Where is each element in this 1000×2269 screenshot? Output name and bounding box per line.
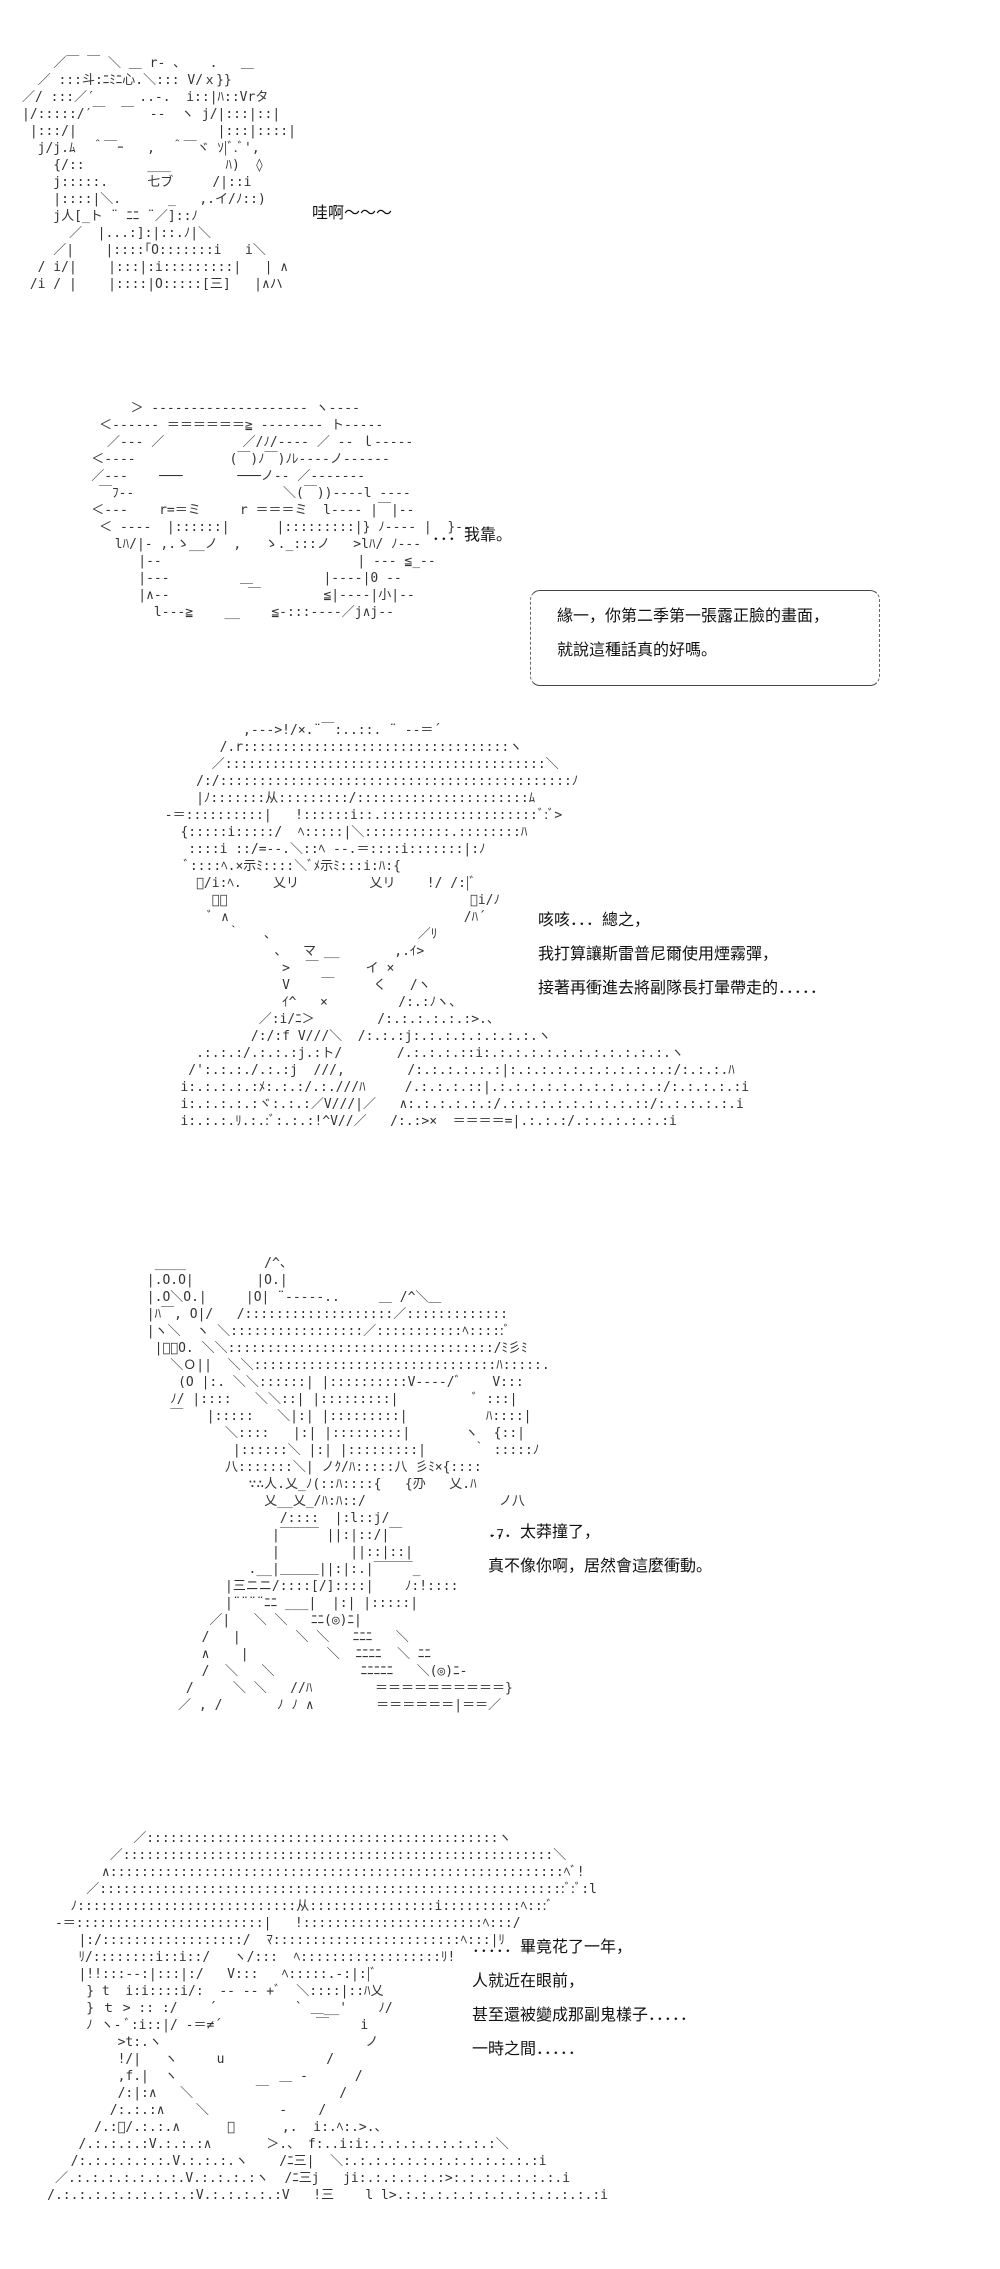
dialogue-panel-3: 咳咳．．．總之， 我打算讓斯雷普尼爾使用煙霧彈， 接著再衝進去將副隊長打暈帶走的… bbox=[538, 903, 826, 1005]
dialogue-line: 哇啊～～～ bbox=[312, 203, 393, 222]
dialogue-panel-4: ．．．太莽撞了， 真不像你啊，居然會這麼衝動。 bbox=[488, 1515, 712, 1583]
dialogue-line: 甚至還被變成那副鬼樣子．．．．． bbox=[472, 2005, 697, 2024]
dialogue-line: 咳咳．．．總之， bbox=[538, 910, 651, 929]
dialogue-line: 真不像你啊，居然會這麼衝動。 bbox=[488, 1556, 713, 1575]
dialogue-line: ．．．太莽撞了， bbox=[488, 1522, 601, 1541]
bubble-line: 緣一，你第二季第一張露正臉的畫面， bbox=[557, 606, 830, 625]
dialogue-line: ．．．．．畢竟花了一年， bbox=[472, 1937, 633, 1956]
dialogue-panel-5: ．．．．．畢竟花了一年， 人就近在眼前， 甚至還被變成那副鬼樣子．．．．． 一時… bbox=[472, 1930, 696, 2066]
ascii-art-masked-character: ____ /^、 |.O.O| |O.| |.O＼O.| |O| ¨‐‐‐‐‐.… bbox=[146, 1256, 550, 1713]
speech-bubble: 緣一，你第二季第一張露正臉的畫面， 就說這種話真的好嗎。 bbox=[530, 590, 880, 686]
dialogue-line: 一時之間．．．．． bbox=[472, 2039, 585, 2058]
ascii-art-shocked-face: ＞ ‐‐‐‐‐‐‐‐‐‐‐‐‐‐‐‐‐‐‐‐ ヽ‐‐‐‐ ＜‐‐‐‐‐‐ ＝＝＝… bbox=[91, 401, 471, 620]
ascii-art-boy-thinking: ,‐‐‐>!/×.¨￣:..::. ¨ ‐‐＝´ /.r::::::::::::… bbox=[164, 723, 750, 1129]
ascii-art-girl-surprised: ／￣ ￣ ＼ ＿ r‐ 、 . ＿ ／ :::斗:ﾆﾐﾆ心.＼::: V/ｘ}}… bbox=[22, 56, 296, 292]
dialogue-line: 接著再衝進去將副隊長打暈帶走的．．．．． bbox=[538, 978, 827, 997]
ascii-art-boy-sad: ／:::::::::::::::::::::::::::::::::::::::… bbox=[47, 1831, 608, 2203]
dialogue-line: 人就近在眼前， bbox=[472, 1971, 585, 1990]
dialogue-panel-2: ．．．我靠。 bbox=[432, 518, 512, 552]
bubble-line: 就說這種話真的好嗎。 bbox=[557, 640, 718, 659]
dialogue-line: ．．．我靠。 bbox=[432, 525, 513, 544]
dialogue-line: 我打算讓斯雷普尼爾使用煙霧彈， bbox=[538, 944, 779, 963]
dialogue-panel-1: 哇啊～～～ bbox=[312, 196, 392, 230]
